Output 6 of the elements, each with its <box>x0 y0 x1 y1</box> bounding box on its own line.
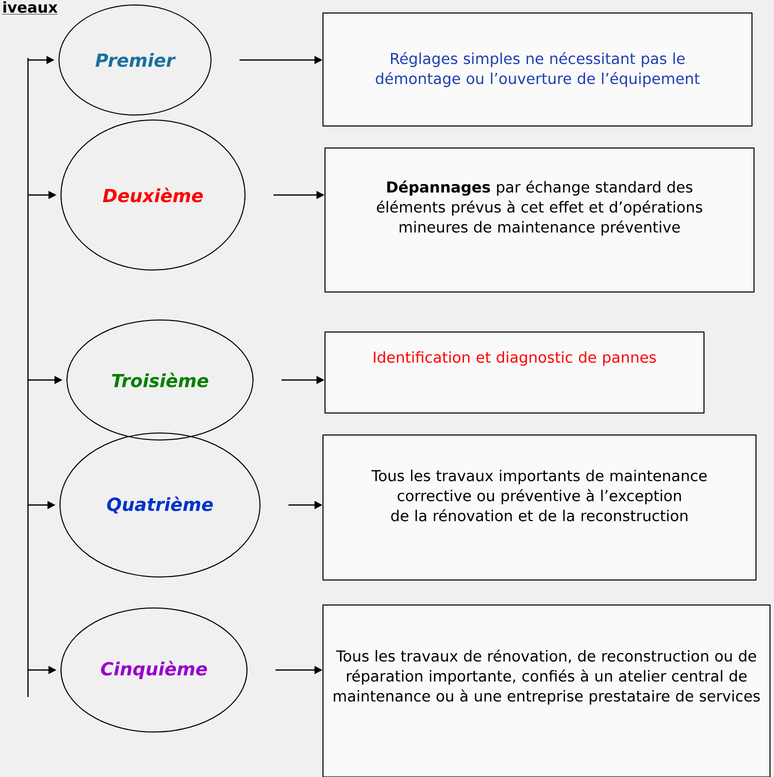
description-box: Dépannages par échange standard des éléments prévus à cet effet et d’opérations mineures de maintenance préventive <box>324 148 754 292</box>
description-box: Tous les travaux importants de maintenance corrective ou préventive à l’exception de la rénovation et de la reconstruction <box>322 434 756 580</box>
description-box: Identification et diagnostic de pannes <box>324 332 704 414</box>
description-box: Réglages simples ne nécessitant pas le démontage ou l’ouverture de l’équipement <box>322 12 752 126</box>
title: iveaux <box>2 1 58 14</box>
description-box: Tous les travaux de rénovation, de reconstruction ou de réparation importante, confiés à un atelier central de maintenance ou à une entreprise prestataire de services <box>322 604 770 777</box>
